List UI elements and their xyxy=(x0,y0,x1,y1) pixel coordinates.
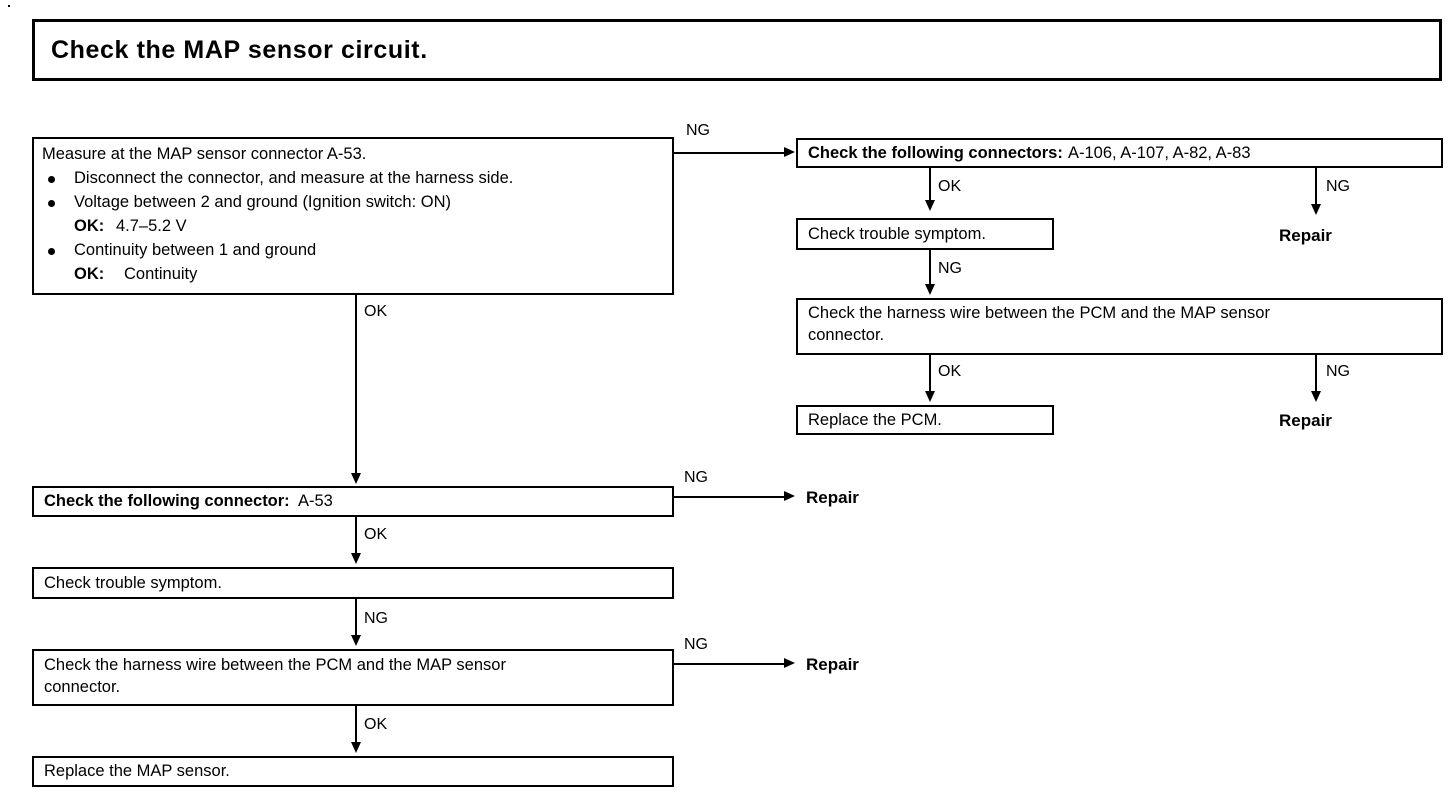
edge-left-harness-ok xyxy=(355,706,357,744)
scan-speck xyxy=(8,5,10,7)
repair-terminal-left-upper: Repair xyxy=(806,488,859,507)
right-replace-pcm-text: Replace the PCM. xyxy=(808,411,942,429)
right-trouble-symptom-box xyxy=(796,218,1054,250)
page-title-box: Check the MAP sensor circuit. xyxy=(32,19,1442,81)
arrow-down-icon xyxy=(351,553,361,564)
bullet-icon xyxy=(48,248,55,255)
measure-bullet-1: Disconnect the connector, and measure at… xyxy=(74,169,514,187)
edge-label-right-connectors-ng: NG xyxy=(1326,178,1350,195)
right-connectors-check-bold: Check the following connectors: xyxy=(808,144,1063,162)
measure-bullet-3-ok-label: OK: xyxy=(74,265,105,283)
left-trouble-symptom-box xyxy=(32,567,674,599)
measure-bullet-2: Voltage between 2 and ground (Ignition s… xyxy=(74,193,451,211)
arrow-right-icon xyxy=(784,491,795,501)
edge-right-connectors-ng xyxy=(1315,168,1317,206)
left-connector-check-box xyxy=(32,486,674,517)
edge-label-right-harness-ok: OK xyxy=(938,363,962,380)
edge-label-left-symptom-ng: NG xyxy=(364,610,388,627)
measure-heading: Measure at the MAP sensor connector A-53… xyxy=(42,145,367,163)
edge-label-measure-ng: NG xyxy=(686,122,710,139)
arrow-down-icon xyxy=(351,473,361,484)
right-harness-wire-line1: Check the harness wire between the PCM a… xyxy=(808,304,1270,322)
measure-bullet-2-ok-value: 4.7–5.2 V xyxy=(116,217,187,235)
edge-label-right-connectors-ok: OK xyxy=(938,178,962,195)
left-replace-map-sensor-text: Replace the MAP sensor. xyxy=(44,762,230,780)
arrow-down-icon xyxy=(925,200,935,211)
edge-right-connectors-ok xyxy=(929,168,931,202)
edge-label-left-harness-ok: OK xyxy=(364,716,388,733)
bullet-icon xyxy=(48,176,55,183)
measure-bullet-3: Continuity between 1 and ground xyxy=(74,241,317,259)
edge-measure-to-connector-check xyxy=(355,295,357,475)
arrow-down-icon xyxy=(925,284,935,295)
edge-left-harness-ng xyxy=(674,663,786,665)
arrow-down-icon xyxy=(351,742,361,753)
right-connectors-check-list: A-106, A-107, A-82, A-83 xyxy=(1068,144,1251,162)
right-harness-wire-line2: connector. xyxy=(808,326,885,344)
left-connector-check-value: A-53 xyxy=(298,492,333,510)
left-connector-check-bold: Check the following connector: xyxy=(44,492,290,510)
repair-terminal-left-lower: Repair xyxy=(806,655,859,674)
edge-left-connector-ok xyxy=(355,517,357,555)
edge-measure-to-connectors xyxy=(674,152,786,154)
edge-left-connector-ng xyxy=(674,496,786,498)
edge-label-left-connector-ng: NG xyxy=(684,469,708,486)
edge-label-left-harness-ng: NG xyxy=(684,636,708,653)
edge-right-harness-ok xyxy=(929,355,931,393)
edge-right-symptom-ng xyxy=(929,250,931,286)
repair-terminal-mid-right: Repair xyxy=(1279,411,1332,430)
right-trouble-symptom-text: Check trouble symptom. xyxy=(808,225,986,243)
repair-terminal-top-right: Repair xyxy=(1279,226,1332,245)
measure-box xyxy=(32,137,674,295)
arrow-down-icon xyxy=(351,635,361,646)
left-replace-map-sensor-box xyxy=(32,756,674,787)
arrow-down-icon xyxy=(1311,391,1321,402)
edge-label-left-connector-ok: OK xyxy=(364,526,388,543)
left-harness-wire-line1: Check the harness wire between the PCM a… xyxy=(44,656,506,674)
right-replace-pcm-box xyxy=(796,405,1054,435)
right-connectors-check-box xyxy=(796,138,1443,168)
left-harness-wire-box xyxy=(32,649,674,706)
edge-label-right-symptom-ng: NG xyxy=(938,260,962,277)
left-harness-wire-line2: connector. xyxy=(44,678,121,696)
page-title: Check the MAP sensor circuit. xyxy=(51,35,428,64)
right-harness-wire-box xyxy=(796,298,1443,355)
arrow-right-icon xyxy=(784,147,795,157)
arrow-down-icon xyxy=(1311,204,1321,215)
bullet-icon xyxy=(48,200,55,207)
measure-bullet-2-ok-label: OK: xyxy=(74,217,105,235)
edge-left-symptom-ng xyxy=(355,599,357,637)
left-trouble-symptom-text: Check trouble symptom. xyxy=(44,574,222,592)
edge-label-right-harness-ng: NG xyxy=(1326,363,1350,380)
arrow-down-icon xyxy=(925,391,935,402)
arrow-right-icon xyxy=(784,658,795,668)
measure-bullet-3-ok-value: Continuity xyxy=(124,265,198,283)
edge-label-measure-ok: OK xyxy=(364,303,388,320)
edge-right-harness-ng xyxy=(1315,355,1317,393)
